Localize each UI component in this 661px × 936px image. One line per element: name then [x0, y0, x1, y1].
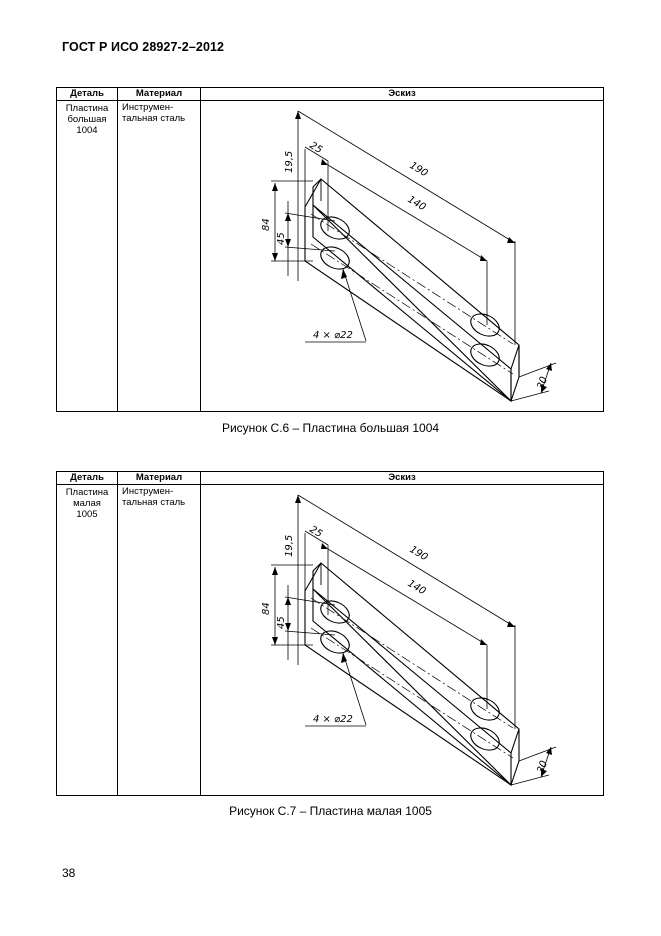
- holes: [320, 216, 500, 367]
- part-name-line: 1005: [76, 509, 98, 520]
- dim-label-holes: 4 × ⌀22: [313, 714, 353, 725]
- hole: [470, 697, 500, 721]
- hole: [320, 630, 350, 654]
- part-name-line: большая: [67, 114, 107, 125]
- dim-label-holes: 4 × ⌀22: [313, 330, 353, 341]
- dim-label-45: 45: [276, 232, 287, 245]
- document-header: ГОСТ Р ИСО 28927-2–2012: [62, 40, 225, 54]
- column-header-sketch: Эскиз: [200, 87, 604, 101]
- dim-label-140: 140: [405, 578, 427, 597]
- column-header-material: Материал: [117, 471, 201, 485]
- part-name-cell: Пластина большая 1004: [56, 100, 118, 412]
- part-name-line: 1004: [76, 125, 98, 136]
- dim-label-30: 30: [535, 759, 550, 775]
- hole: [470, 727, 500, 751]
- dim-label-19-5: 19,5: [284, 151, 295, 173]
- hole: [320, 216, 350, 240]
- column-header-sketch: Эскиз: [200, 471, 604, 485]
- spec-table-2: Деталь Материал Эскиз Пластина малая 100…: [56, 471, 604, 796]
- part-name-line: малая: [73, 498, 101, 509]
- hole: [470, 343, 500, 367]
- part-name-line: Пластина: [65, 487, 109, 498]
- material-line: тальная сталь: [122, 497, 186, 508]
- column-header-material: Материал: [117, 87, 201, 101]
- dim-label-84: 84: [261, 602, 272, 615]
- spec-table-1: Деталь Материал Эскиз Пластина большая 1…: [56, 87, 604, 412]
- material-line: Инструмен-: [122, 102, 174, 113]
- part-name-line: Пластина: [65, 103, 109, 114]
- material-line: Инструмен-: [122, 486, 174, 497]
- part-name-cell: Пластина малая 1005: [56, 484, 118, 796]
- dim-label-140: 140: [405, 194, 427, 213]
- sketch-cell: 190 140 25 19,5 84 45 30 4 × ⌀22: [200, 484, 604, 796]
- page-number: 38: [62, 866, 76, 880]
- material-line: тальная сталь: [122, 113, 186, 124]
- sketch-cell: 190 140 25 19,5 84 45 30 4 × ⌀22: [200, 100, 604, 412]
- column-header-part: Деталь: [56, 471, 118, 485]
- hole: [320, 246, 350, 270]
- dim-label-25: 25: [307, 140, 324, 156]
- figure-caption: Рисунок С.6 – Пластина большая 1004: [221, 421, 440, 435]
- hole: [320, 600, 350, 624]
- dim-label-45: 45: [276, 616, 287, 629]
- material-cell: Инструмен- тальная сталь: [117, 484, 201, 796]
- column-header-part: Деталь: [56, 87, 118, 101]
- dim-label-25: 25: [307, 524, 324, 540]
- hole: [470, 313, 500, 337]
- dim-label-84: 84: [261, 218, 272, 231]
- dim-label-190: 190: [407, 544, 429, 563]
- holes: [320, 600, 500, 751]
- dim-label-30: 30: [535, 375, 550, 391]
- plate-drawing: 190 140 25 19,5 84 45 30 4 × ⌀22: [261, 110, 557, 403]
- dim-label-19-5: 19,5: [284, 535, 295, 557]
- material-cell: Инструмен- тальная сталь: [117, 100, 201, 412]
- figure-caption: Рисунок С.7 – Пластина малая 1005: [229, 804, 432, 818]
- plate-drawing: 190 140 25 19,5 84 45 30 4 × ⌀22: [261, 494, 557, 787]
- dim-label-190: 190: [407, 160, 429, 179]
